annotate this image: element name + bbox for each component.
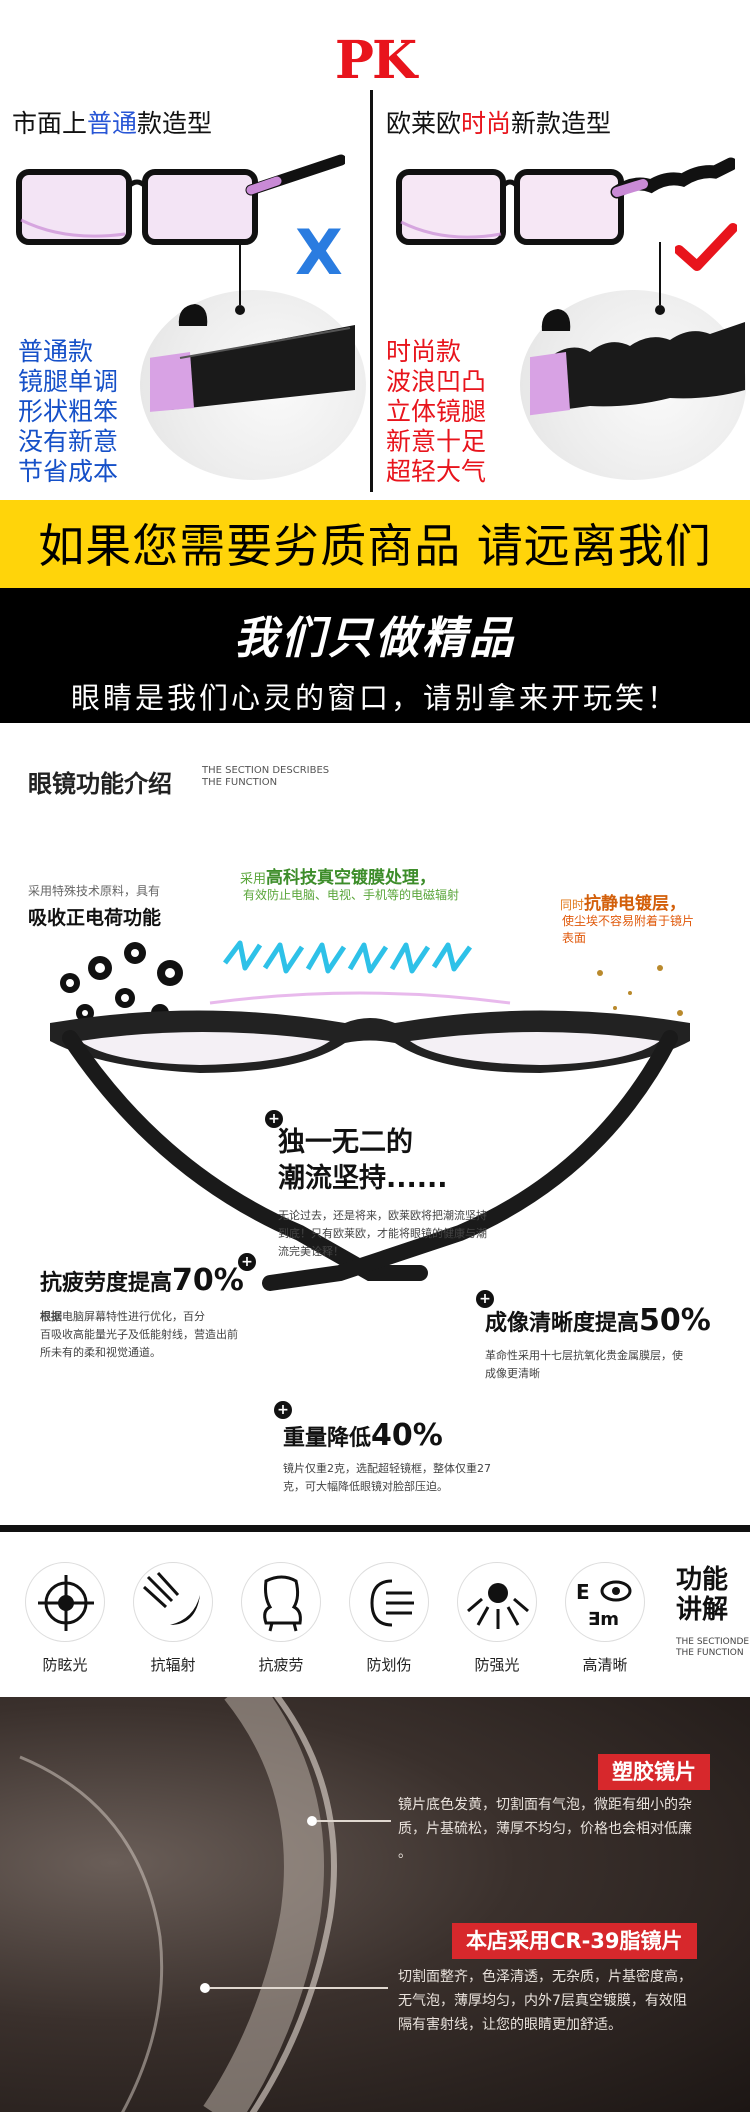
- feature-icon-item: 防强光: [452, 1562, 542, 1675]
- section-subtitle: THE SECTION DESCRIBES THE FUNCTION: [202, 765, 330, 788]
- icons-section-title: 功能 讲解: [676, 1565, 729, 1625]
- feature-item: 镜腿单调: [18, 367, 119, 396]
- radiation-shield-icon: [133, 1562, 213, 1642]
- pk-comparison-section: PK 市面上普通款造型 X 普通款 镜腿单调 形状粗笨 没有新意 节省成本 欧莱…: [0, 0, 750, 500]
- banner-warning-text: 如果您需要劣质商品 请远离我们: [38, 519, 712, 573]
- pk-title: PK: [334, 30, 417, 91]
- vacuum-coating-desc: 有效防止电脑、电视、手机等的电磁辐射: [243, 888, 460, 902]
- plus-icon: +: [476, 1290, 494, 1308]
- clarity-label: 成像清晰度提高50%: [485, 1303, 711, 1338]
- feature-item: 节省成本: [18, 457, 119, 486]
- feature-item: 形状粗笨: [18, 397, 119, 426]
- vacuum-coating-note: 采用高科技真空镀膜处理，: [240, 868, 437, 888]
- section-title: 眼镜功能介绍: [28, 770, 172, 798]
- nosepad-image: [178, 304, 208, 326]
- feature-icon-item: 抗疲劳: [236, 1562, 326, 1675]
- plus-icon: +: [265, 1110, 283, 1128]
- banner-slogan: 我们只做精品: [234, 613, 516, 664]
- callout-dot: [200, 1983, 210, 1993]
- armchair-icon: [241, 1562, 321, 1642]
- absorb-note: 采用特殊技术原料，具有: [28, 884, 161, 898]
- fashion-features-list: 时尚款 波浪凹凸 立体镜腿 新意十足 超轻大气: [386, 337, 486, 487]
- banner-tagline: 眼睛是我们心灵的窗口，请别拿来开玩笑！: [70, 681, 679, 715]
- svg-text:E: E: [576, 1580, 590, 1604]
- function-intro-section: 眼镜功能介绍 THE SECTION DESCRIBES THE FUNCTIO…: [0, 723, 750, 1525]
- check-mark-icon: [675, 223, 737, 271]
- banner-yellow-strip: [0, 500, 750, 588]
- callout-line: [317, 1820, 391, 1822]
- ordinary-glasses-image: [16, 154, 345, 245]
- scratch-icon: [349, 1562, 429, 1642]
- weight-label: 重量降低40%: [283, 1418, 443, 1453]
- callout-line: [210, 1987, 388, 1989]
- icons-section-subtitle: THE SECTIONDE THE FUNCTION: [676, 1637, 750, 1658]
- glasses-illustration-image: [50, 940, 690, 1291]
- plus-icon: +: [274, 1401, 292, 1419]
- antistatic-note: 同时抗静电镀层，: [560, 894, 687, 914]
- fashion-temple-closeup-image: [530, 242, 745, 416]
- clarity-desc: 革命性采用十七层抗氧化贵金属膜层，使 成像更清晰: [485, 1349, 683, 1380]
- sun-rays-icon: [457, 1562, 537, 1642]
- feature-item: 波浪凹凸: [386, 367, 487, 396]
- feature-item: 立体镜腿: [386, 397, 487, 426]
- feature-item: 没有新意: [18, 427, 119, 456]
- wave-icon: [223, 940, 473, 974]
- cr39-lens-tag: 本店采用CR-39脂镜片: [452, 1923, 697, 1959]
- absorb-label: 吸收正电荷功能: [28, 907, 162, 929]
- feature-item: 时尚款: [386, 337, 462, 366]
- feature-icon-item: E∃m 高清晰: [560, 1562, 650, 1675]
- fashion-glasses-image: [396, 157, 735, 245]
- unique-desc: 无论过去，还是将来，欧莱欧将把潮流坚持 到底！只有欧莱欧，才能将眼镜的健康与潮 …: [278, 1209, 487, 1258]
- fatigue-label: 抗疲劳度提高70%: [40, 1263, 244, 1298]
- feature-item: 新意十足: [386, 427, 487, 456]
- cr39-lens-desc: 切割面整齐，色泽清透，无杂质，片基密度高， 无气泡，薄厚均匀，内外7层真空镀膜，…: [398, 1969, 692, 2033]
- feature-icon-item: 防划伤: [344, 1562, 434, 1675]
- lens-closeup-image: [19, 1697, 337, 2112]
- unique-heading: 独一无二的 潮流坚持......: [278, 1127, 448, 1194]
- ordinary-features-list: 普通款 镜腿单调 形状粗笨 没有新意 节省成本: [18, 337, 118, 487]
- callout-dot: [307, 1816, 317, 1826]
- antistatic-desc: 使尘埃不容易附着于镜片 表面: [562, 914, 695, 945]
- x-mark-icon: X: [295, 216, 343, 289]
- feature-item: 普通款: [18, 337, 94, 366]
- plastic-lens-tag: 塑胶镜片: [598, 1754, 710, 1790]
- quality-banner: 如果您需要劣质商品 请远离我们 我们只做精品 眼睛是我们心灵的窗口，请别拿来开玩…: [0, 500, 750, 723]
- left-column-title: 市面上普通款造型: [12, 109, 213, 138]
- section-divider: [0, 1525, 750, 1532]
- ordinary-temple-closeup-image: [150, 242, 355, 412]
- lens-compare-section: 塑胶镜片 镜片底色发黄，切割面有气泡，微距有细小的杂 质，片基硫松，薄厚不均匀，…: [0, 1697, 750, 2112]
- center-divider: [370, 90, 373, 492]
- fatigue-desc: 根据电脑屏幕特性进行优化，百分 百吸收高能量光子及低能射线，营造出前 所未有的柔…: [40, 1310, 238, 1359]
- feature-item: 超轻大气: [386, 457, 487, 486]
- function-icons-section: 防眩光 抗辐射 抗疲劳 防划伤 防强光 E∃m 高清晰 功能 讲解 TH: [0, 1525, 750, 1697]
- plastic-lens-desc: 镜片底色发黄，切割面有气泡，微距有细小的杂 质，片基硫松，薄厚不均匀，价格也会相…: [398, 1797, 692, 1861]
- feature-icon-item: 抗辐射: [128, 1562, 218, 1675]
- right-column-title: 欧莱欧时尚新款造型: [386, 109, 612, 138]
- svg-text:∃m: ∃m: [588, 1609, 619, 1630]
- eye-chart-icon: E ∃m: [565, 1562, 645, 1642]
- plus-icon: +: [238, 1253, 256, 1271]
- weight-desc: 镜片仅重2克，选配超轻镜框，整体仅重27 克，可大幅降低眼镜对脸部压迫。: [283, 1462, 491, 1493]
- crosshair-icon: [25, 1562, 105, 1642]
- nosepad-image: [541, 309, 571, 331]
- feature-icon-item: 防眩光: [20, 1562, 110, 1675]
